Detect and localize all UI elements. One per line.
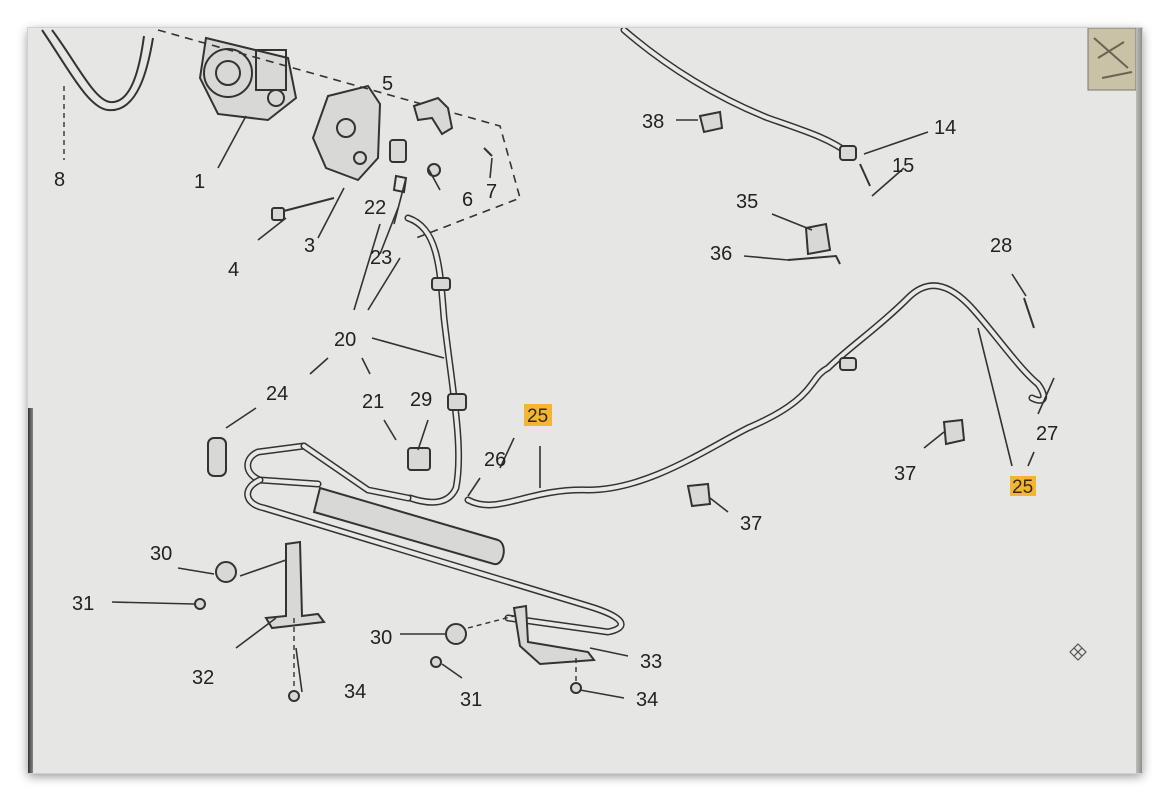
screen-bezel-left xyxy=(28,408,33,773)
callout-34-right: 34 xyxy=(636,689,658,711)
exploded-view-thumbnail-icon xyxy=(1087,28,1137,91)
fitting-part-28 xyxy=(1023,297,1035,329)
callout-22: 22 xyxy=(364,197,386,219)
callout-4: 4 xyxy=(228,259,239,281)
callout-33: 33 xyxy=(640,651,662,673)
bolt-part-34-left xyxy=(288,690,300,702)
callout-25-right: 25 xyxy=(1012,477,1033,498)
four-diamond-glyph-icon xyxy=(1069,643,1087,661)
mount-bracket-33 xyxy=(512,604,596,666)
drive-belt xyxy=(41,29,154,112)
callout-25-left: 25 xyxy=(527,406,548,427)
part-29 xyxy=(407,447,431,471)
callout-labels: 8 1 5 22 6 7 3 4 23 20 24 21 29 25 26 38… xyxy=(54,73,1058,711)
callout-35: 35 xyxy=(736,191,758,213)
callout-14: 14 xyxy=(934,117,956,139)
grommet-part-30-left xyxy=(215,561,237,583)
pump-bracket xyxy=(311,84,382,182)
upper-hose-14 xyxy=(620,28,871,187)
callout-32: 32 xyxy=(192,667,214,689)
grommet-part-24 xyxy=(207,437,227,477)
pressure-hose-20 xyxy=(404,214,467,506)
clip-part-36 xyxy=(787,254,841,265)
callout-15: 15 xyxy=(892,155,914,177)
diagram-photo-frame: 8 1 5 22 6 7 3 4 23 20 24 21 29 25 26 38… xyxy=(28,28,1142,773)
callout-38: 38 xyxy=(642,111,664,133)
nut-part-31-right xyxy=(430,656,442,668)
callout-26: 26 xyxy=(484,449,506,471)
callout-30-left: 30 xyxy=(150,543,172,565)
nut-part-31-left xyxy=(194,598,206,610)
callout-5: 5 xyxy=(382,73,393,95)
callout-29: 29 xyxy=(410,389,432,411)
callout-21: 21 xyxy=(362,391,384,413)
callout-8: 8 xyxy=(54,169,65,191)
callout-1: 1 xyxy=(194,171,205,193)
cooler-tube-loop xyxy=(244,442,625,636)
mount-bracket-32 xyxy=(264,540,326,630)
oil-cooler xyxy=(312,486,505,566)
callout-37-right: 37 xyxy=(894,463,916,485)
grommet-part-30-right xyxy=(445,623,467,645)
callout-27: 27 xyxy=(1036,423,1058,445)
callout-37-left: 37 xyxy=(740,513,762,535)
callout-23: 23 xyxy=(370,247,392,269)
callout-24: 24 xyxy=(266,383,288,405)
callout-31-right: 31 xyxy=(460,689,482,711)
fitting-part-22 xyxy=(389,139,408,194)
power-steering-pump xyxy=(198,36,298,122)
clip-part-38 xyxy=(698,110,724,134)
bolt-part-4 xyxy=(271,197,335,221)
callout-6: 6 xyxy=(462,189,473,211)
callout-7: 7 xyxy=(486,181,497,203)
leader-lines xyxy=(111,115,1055,699)
bolt-part-7 xyxy=(483,147,493,157)
highlight-25-right xyxy=(1010,476,1036,496)
callout-3: 3 xyxy=(304,235,315,257)
clip-part-37-left xyxy=(686,482,712,508)
return-hose-25 xyxy=(464,282,1048,509)
callout-36: 36 xyxy=(710,243,732,265)
clamp-part-5 xyxy=(412,96,454,136)
power-steering-exploded-diagram: 8 1 5 22 6 7 3 4 23 20 24 21 29 25 26 38… xyxy=(41,28,1137,711)
screen-bezel-right xyxy=(1136,28,1142,773)
callout-31-left: 31 xyxy=(72,593,94,615)
highlight-25-left xyxy=(524,404,552,426)
callout-30-right: 30 xyxy=(370,627,392,649)
bolt-part-34-right xyxy=(570,682,582,694)
callout-34-left: 34 xyxy=(344,681,366,703)
clip-part-35 xyxy=(804,222,832,256)
callout-28: 28 xyxy=(990,235,1012,257)
clip-part-37-right xyxy=(942,418,966,446)
callout-20: 20 xyxy=(334,329,356,351)
